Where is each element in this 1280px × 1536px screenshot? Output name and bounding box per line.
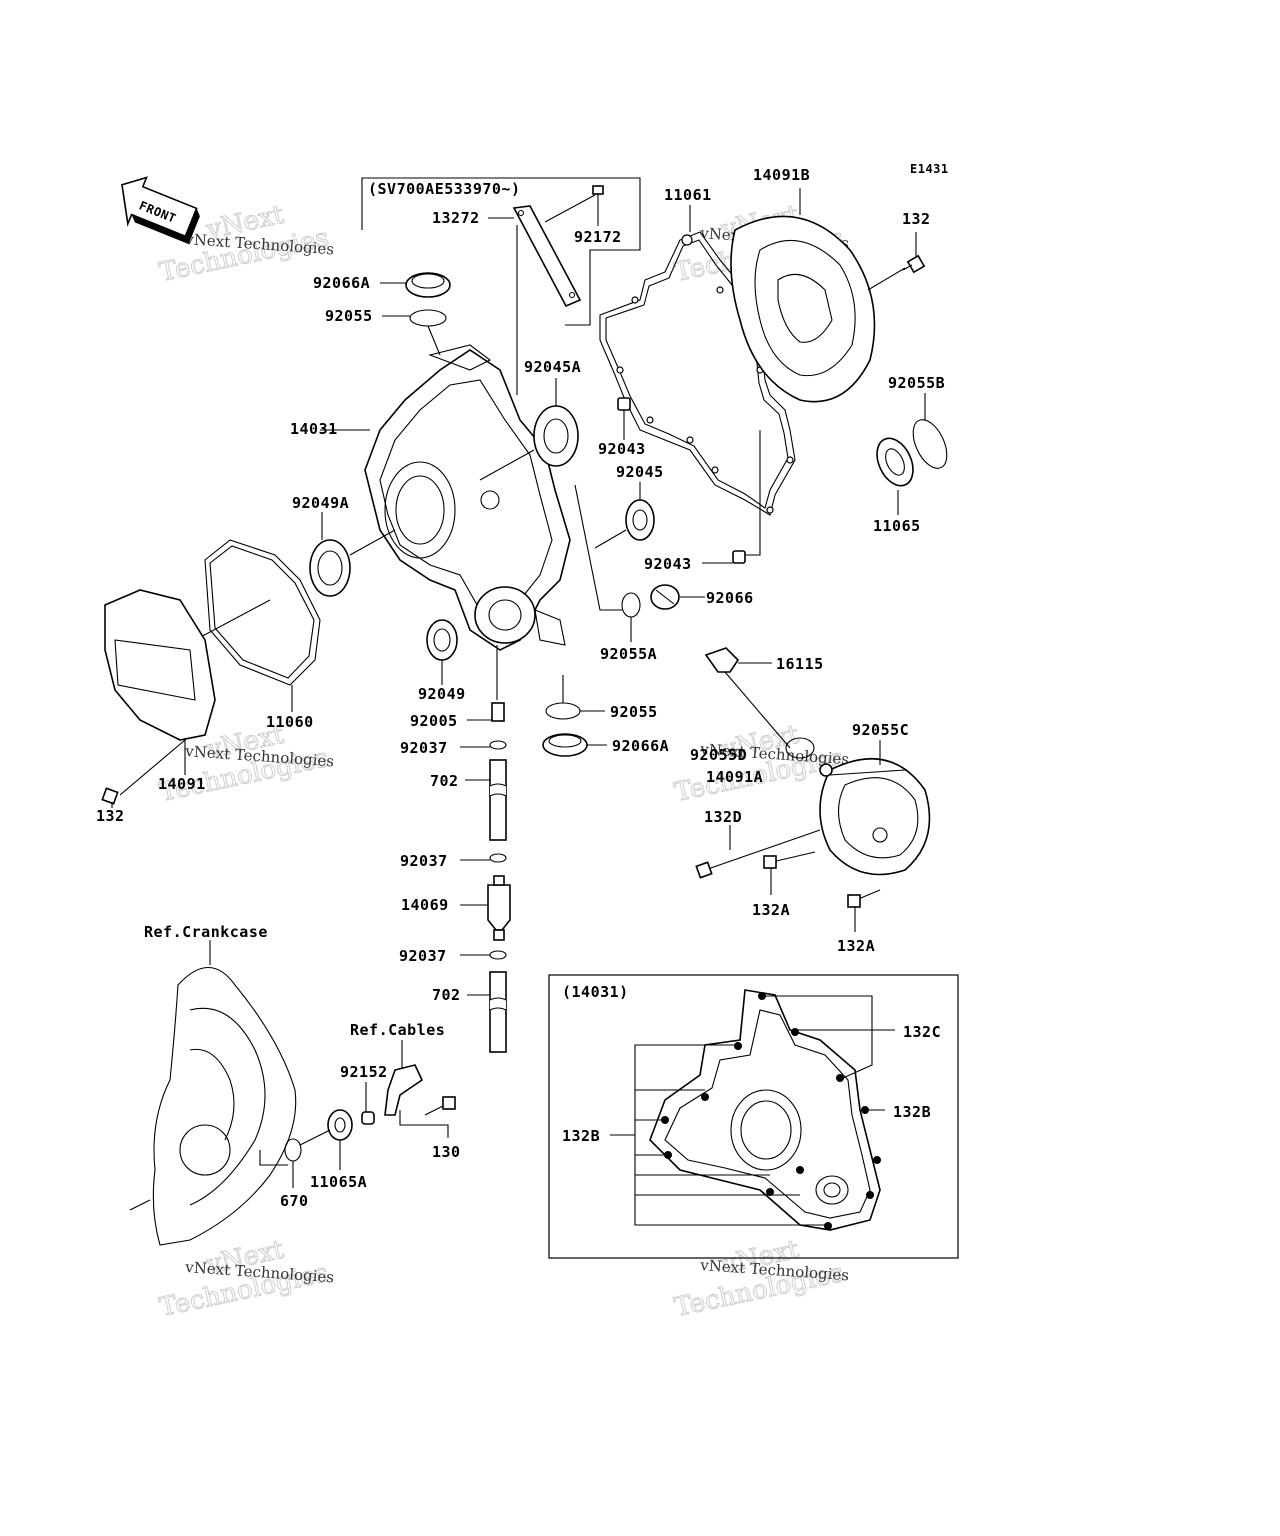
label-92049: 92049 [418, 685, 466, 703]
gasket-11060 [194, 539, 321, 712]
label-132B-left: 132B [562, 1127, 600, 1145]
o-ring-92055A [574, 484, 641, 642]
filter-14069 [487, 884, 511, 931]
label-132-top: 132 [902, 210, 931, 228]
label-92037-b: 92037 [400, 852, 448, 870]
label-132A-b: 132A [837, 937, 875, 955]
label-92049A: 92049A [292, 494, 349, 512]
label-92055A: 92055A [600, 645, 657, 663]
label-132A-a: 132A [752, 901, 790, 919]
plug-92066 [650, 584, 705, 610]
front-arrow-icon: FRONT [121, 176, 200, 245]
bearing-92045A [479, 378, 579, 481]
label-92055-mid: 92055 [610, 703, 658, 721]
clamp-92037-a [489, 740, 507, 750]
label-670: 670 [280, 1192, 309, 1210]
label-14091: 14091 [158, 775, 206, 793]
label-11065A: 11065A [310, 1173, 367, 1191]
hose-assembly [460, 645, 511, 1053]
hose-702-b [489, 971, 507, 1053]
label-13272: 13272 [432, 209, 480, 227]
clamp-92037-c [489, 950, 507, 960]
label-132D: 132D [704, 808, 742, 826]
bolt-132D [695, 825, 821, 879]
screw-92172 [544, 185, 604, 226]
label-ref-cables: Ref.Cables [350, 1021, 445, 1039]
label-92043-top: 92043 [598, 440, 646, 458]
label-92066A-mid: 92066A [612, 737, 669, 755]
cap-92066A-top [380, 272, 451, 298]
bolt-130 [399, 1096, 456, 1138]
bearing-92045 [594, 482, 655, 549]
inset-label: (14031) [562, 983, 629, 1001]
label-92037-a: 92037 [400, 739, 448, 757]
o-ring-92055D [785, 737, 815, 759]
label-16115: 16115 [776, 655, 824, 673]
label-14091A: 14091A [706, 768, 763, 786]
gasket-11061 [599, 205, 796, 516]
cover-14091 [104, 589, 216, 796]
label-ref-crankcase: Ref.Crankcase [144, 923, 268, 941]
bracket-13272 [488, 205, 582, 395]
bolt-132A-a [763, 851, 816, 895]
label-11065: 11065 [873, 517, 921, 535]
label-132B-right: 132B [893, 1103, 931, 1121]
cover-14091A [819, 740, 931, 876]
bolt-132-left [101, 787, 119, 808]
label-14031: 14031 [290, 420, 338, 438]
label-92045A: 92045A [524, 358, 581, 376]
crankcase-reference [129, 940, 297, 1246]
clamp-ref-cables [384, 1040, 424, 1116]
label-132C: 132C [903, 1023, 941, 1041]
o-ring-670 [259, 1138, 302, 1188]
label-702-a: 702 [430, 772, 459, 790]
label-92152: 92152 [340, 1063, 388, 1081]
label-92055-top: 92055 [325, 307, 373, 325]
seal-11065 [876, 437, 914, 515]
fitting-92005 [491, 702, 505, 722]
fitting-11065A [299, 1109, 353, 1170]
label-92037-c: 92037 [399, 947, 447, 965]
o-ring-92055-top [382, 309, 447, 356]
o-ring-92055-mid [545, 675, 605, 720]
label-11061: 11061 [664, 186, 712, 204]
o-ring-92055B [912, 393, 948, 469]
label-92066A-top: 92066A [313, 274, 370, 292]
label-132-left: 132 [96, 807, 125, 825]
label-92005: 92005 [410, 712, 458, 730]
dowel-92043-top [617, 397, 631, 440]
serial-note: (SV700AE533970~) [368, 180, 521, 198]
hose-702-a [489, 759, 507, 841]
label-92055C: 92055C [852, 721, 909, 739]
label-11060: 11060 [266, 713, 314, 731]
collar-92152 [361, 1082, 375, 1125]
serial-note-box: (SV700AE533970~) [361, 177, 641, 326]
bolt-132A-b [847, 889, 881, 932]
label-92066: 92066 [706, 589, 754, 607]
label-92172: 92172 [574, 228, 622, 246]
cap-92066A-mid [542, 733, 607, 757]
label-14069: 14069 [401, 896, 449, 914]
cover-14091B [730, 188, 906, 403]
label-130: 130 [432, 1143, 461, 1161]
label-92045: 92045 [616, 463, 664, 481]
diagram-code: E1431 [910, 162, 949, 176]
part-labels: 13272 92172 11061 14091B 132 92066A 9205… [96, 166, 945, 1210]
seal-92049A [309, 512, 396, 597]
label-702-b: 702 [432, 986, 461, 1004]
label-92055B: 92055B [888, 374, 945, 392]
label-92055D: 92055D [690, 746, 747, 764]
dipstick-16115 [704, 647, 791, 749]
bolt-132-top [902, 232, 926, 274]
cover-14031 [320, 344, 571, 651]
label-14091B: 14091B [753, 166, 810, 184]
seal-92049 [426, 619, 458, 685]
label-92043-bottom: 92043 [644, 555, 692, 573]
dowel-92043-bottom [702, 430, 761, 564]
clamp-92037-b [489, 853, 507, 863]
inset-box: (14031) [548, 974, 959, 1259]
